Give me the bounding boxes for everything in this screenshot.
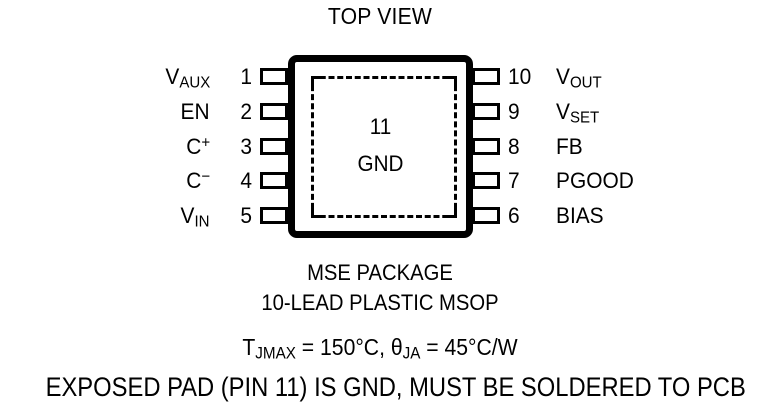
- pin-label-row-4: C− 4: [20, 167, 252, 193]
- pin-name-vin: VIN: [180, 202, 210, 230]
- exposed-pad-outline: [311, 76, 457, 218]
- pin-number-7: 7: [508, 167, 520, 193]
- pin-name-vout: VOUT: [556, 63, 602, 91]
- pin-number-5: 5: [240, 202, 252, 228]
- pin-label-row-3: C+ 3: [20, 133, 252, 159]
- lead-pin-9: [472, 103, 500, 120]
- lead-pin-7: [472, 172, 500, 189]
- lead-pin-4: [260, 172, 288, 189]
- pin-label-row-5: VIN 5: [20, 202, 252, 230]
- caption-package-name: MSE PACKAGE: [307, 260, 453, 285]
- caption-package-type: 10-LEAD PLASTIC MSOP: [261, 290, 499, 315]
- pin-name-bias: BIAS: [556, 202, 604, 228]
- pad-corner-top-right: [443, 76, 457, 90]
- pad-corner-bottom-left: [311, 204, 325, 218]
- pin-name-vset: VSET: [556, 98, 600, 126]
- pin-number-1: 1: [240, 63, 252, 89]
- pin-label-row-10: 10 VOUT: [508, 63, 752, 91]
- pin-label-row-8: 8 FB: [508, 133, 752, 159]
- pin-name-c-plus: C+: [186, 133, 210, 159]
- pin-name-vaux: VAUX: [165, 63, 210, 91]
- pin-label-row-7: 7 PGOOD: [508, 167, 752, 193]
- pin-number-10: 10: [508, 63, 532, 89]
- pin-name-fb: FB: [556, 133, 583, 159]
- lead-pin-10: [472, 68, 500, 85]
- lead-pin-3: [260, 138, 288, 155]
- pin-number-8: 8: [508, 133, 520, 159]
- exposed-pad-number: 11: [369, 114, 392, 139]
- caption-exposed-pad-note: EXPOSED PAD (PIN 11) IS GND, MUST BE SOL…: [45, 372, 746, 402]
- pin-label-row-1: VAUX 1: [20, 63, 252, 91]
- lead-pin-5: [260, 207, 288, 224]
- pin-label-row-6: 6 BIAS: [508, 202, 752, 228]
- caption-thermal-spec: TJMAX = 150°C, θJA = 45°C/W: [242, 334, 518, 363]
- pin-label-row-9: 9 VSET: [508, 98, 752, 126]
- pad-corner-bottom-right: [443, 204, 457, 218]
- pad-corner-top-left: [311, 76, 325, 90]
- pin-name-c-minus: C−: [186, 167, 210, 193]
- pin-name-en: EN: [180, 98, 210, 124]
- pin-number-2: 2: [240, 98, 252, 124]
- lead-pin-8: [472, 138, 500, 155]
- pin-number-9: 9: [508, 98, 520, 124]
- package-body: 11 GND: [288, 55, 473, 238]
- pin-number-3: 3: [240, 133, 252, 159]
- pin-name-pgood: PGOOD: [556, 167, 634, 193]
- pin-number-6: 6: [508, 202, 520, 228]
- exposed-pad-label: GND: [357, 151, 404, 176]
- pin-label-row-2: EN 2: [20, 98, 252, 124]
- pin-number-4: 4: [240, 167, 252, 193]
- lead-pin-6: [472, 207, 500, 224]
- lead-pin-2: [260, 103, 288, 120]
- diagram-title: TOP VIEW: [327, 3, 433, 29]
- lead-pin-1: [260, 68, 288, 85]
